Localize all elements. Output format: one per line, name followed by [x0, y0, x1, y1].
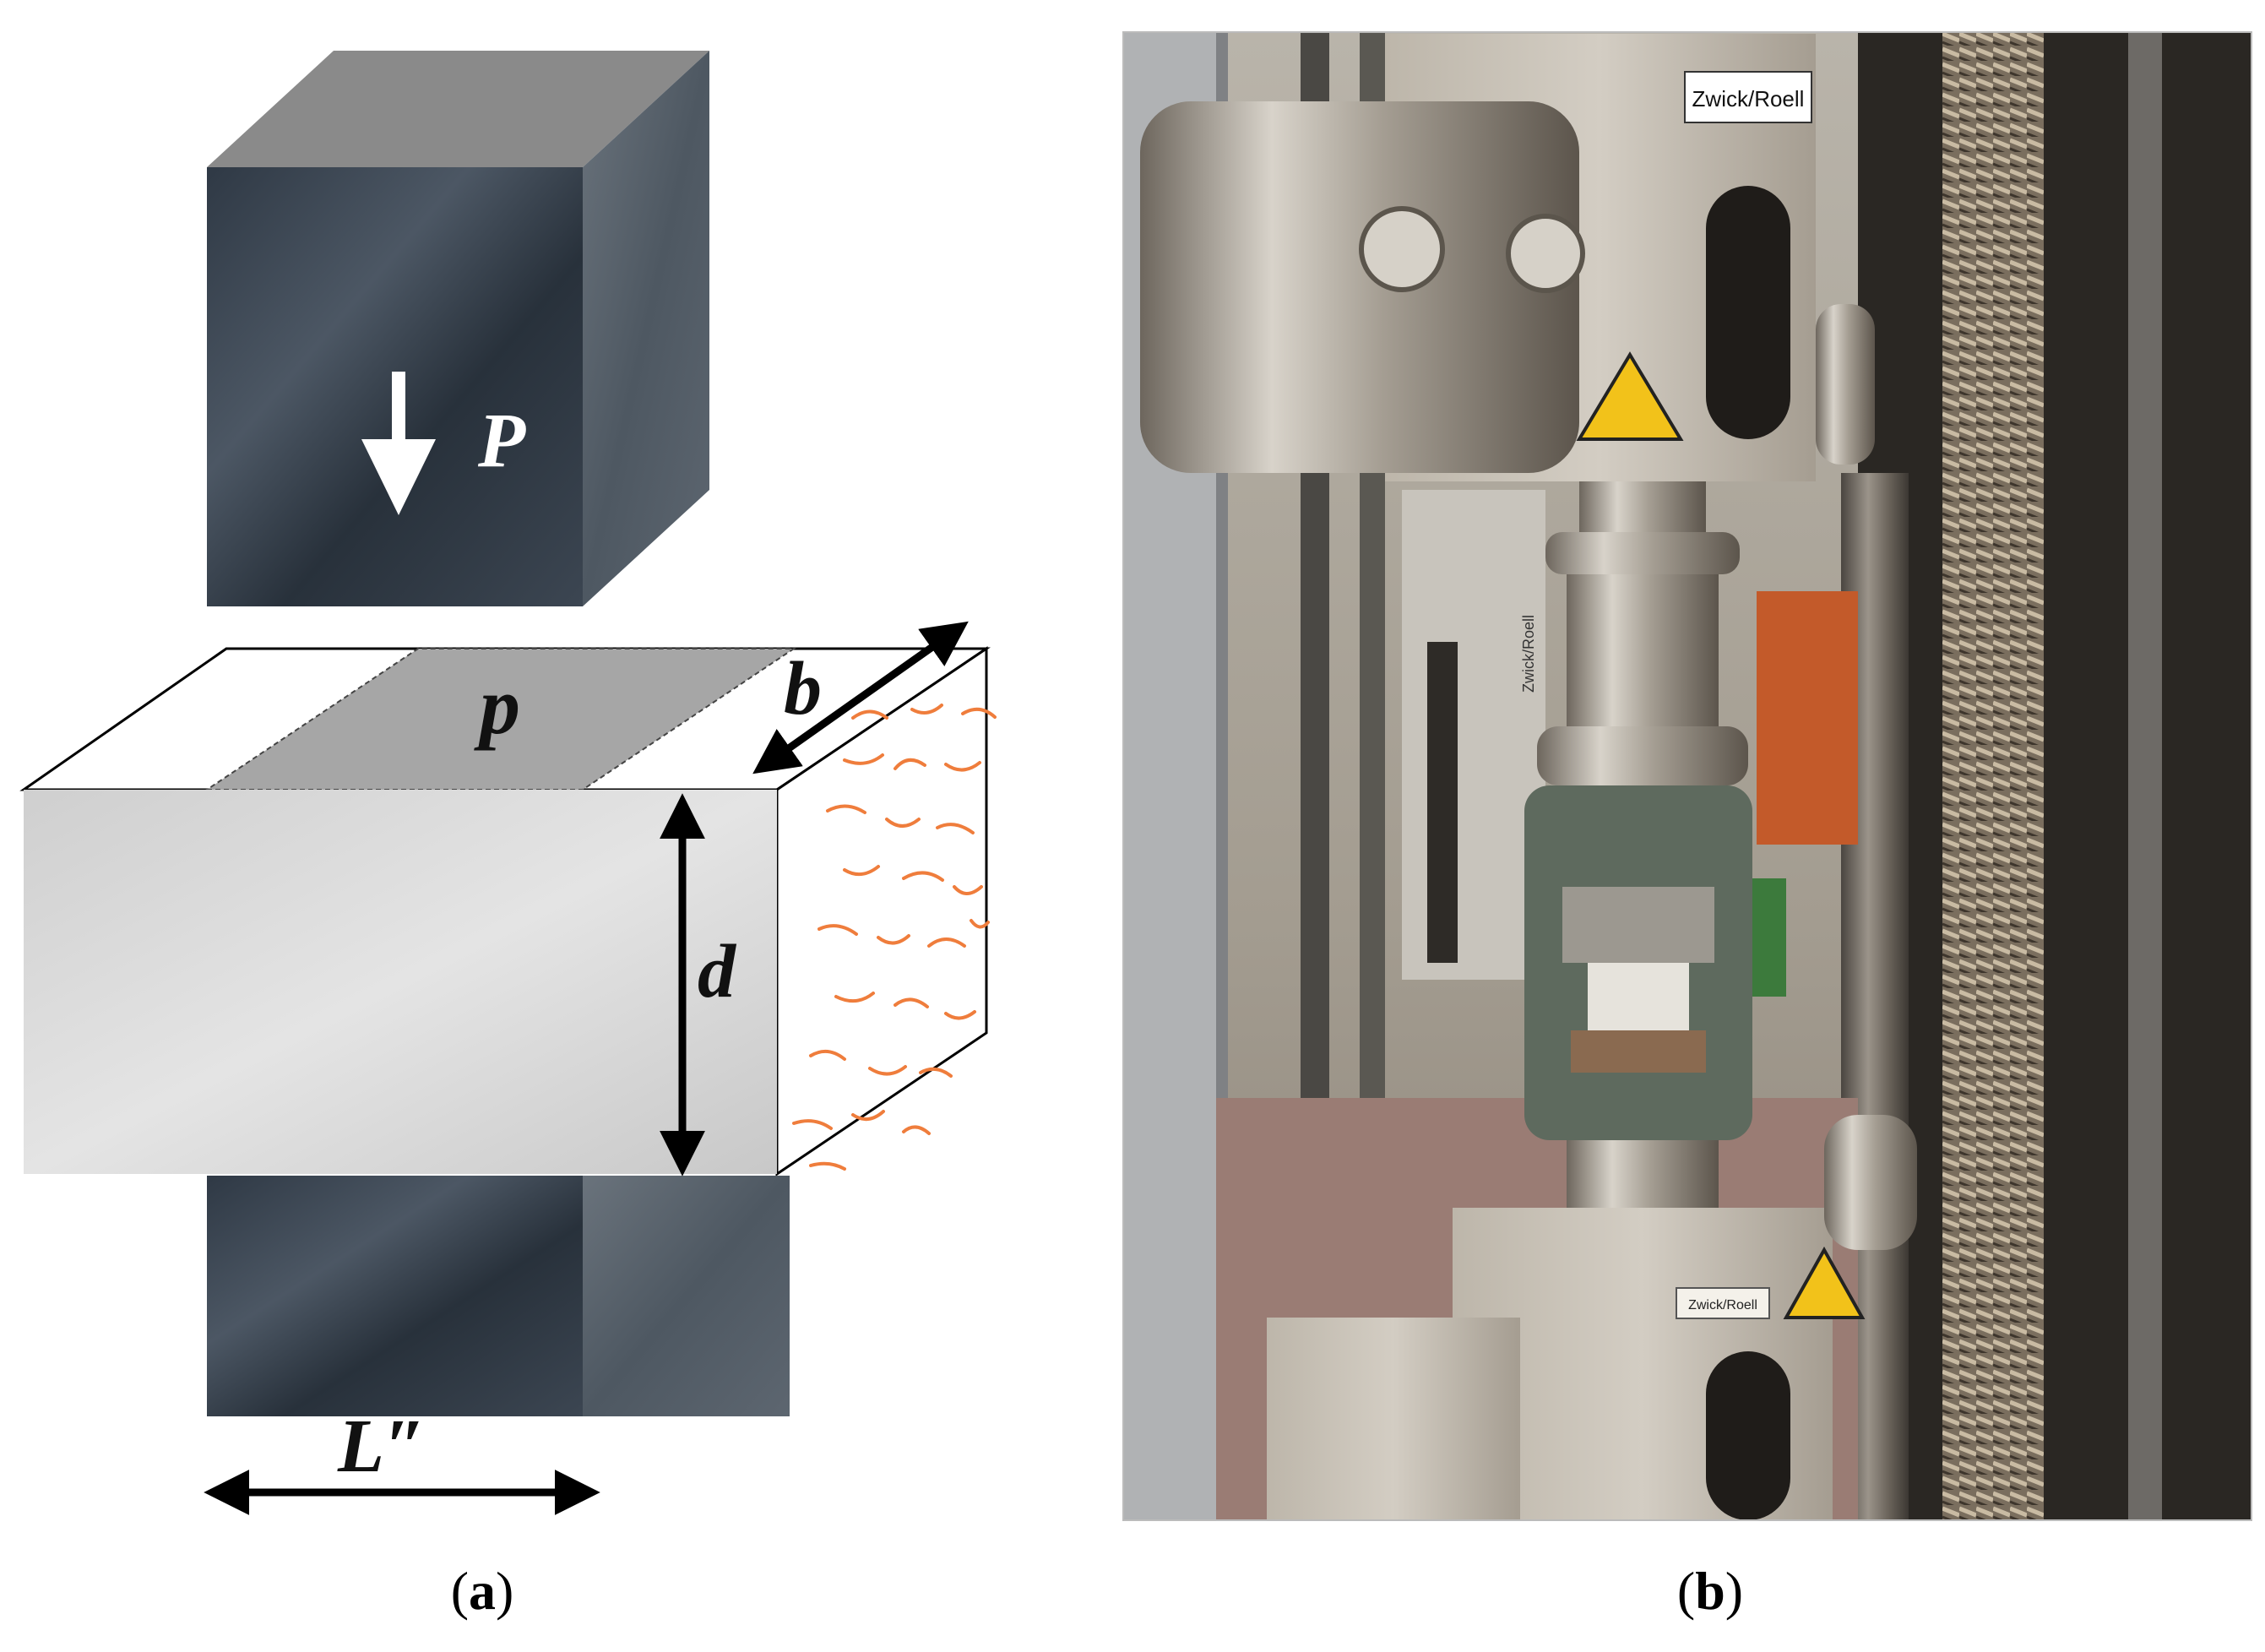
warning-triangle-upper [1576, 351, 1684, 441]
caption-b: (b) [1677, 1561, 1743, 1621]
lead-screw [1942, 32, 2044, 1520]
panel-b-photo: Zwick/Roell [1122, 31, 2252, 1521]
caption-b-letter: b [1695, 1561, 1725, 1621]
lower-platen-front [207, 1176, 583, 1416]
pressure-label: p [474, 660, 520, 751]
orange-shelf [1757, 591, 1858, 845]
specimen-front-face [24, 790, 777, 1174]
upper-platen-top [207, 51, 709, 167]
right-frame-rail [2128, 32, 2162, 1520]
lower-platen-side [583, 1176, 790, 1416]
brand-plate-lower [1676, 1287, 1770, 1319]
upper-adapter [1579, 481, 1706, 532]
caption-a: (a) [451, 1561, 514, 1621]
upper-actuator [1140, 101, 1579, 473]
lower-side-knob [1824, 1115, 1917, 1250]
machine-column-shadow [1858, 32, 2251, 1520]
brand-mark-upper: Zwick/Roell [1692, 86, 1805, 111]
caption-a-letter: a [469, 1561, 496, 1621]
brand-plate-upper [1684, 71, 1812, 123]
width-arrow [752, 621, 969, 774]
brand-mark-lower: Zwick/Roell [1688, 1298, 1757, 1312]
depth-label: d [698, 930, 737, 1013]
rear-extensometer-box [1402, 490, 1545, 980]
upper-platen-side [583, 51, 709, 606]
dimension-arrows [204, 621, 969, 1515]
panel-a-diagram: P p [19, 51, 997, 1515]
upper-side-knob [1816, 304, 1875, 465]
width-label: b [784, 647, 822, 731]
load-arrow [361, 372, 436, 515]
load-label: P [477, 397, 526, 483]
test-specimen [1588, 963, 1689, 1030]
lower-crosshead-window [1706, 1351, 1790, 1520]
lower-actuator [1267, 1318, 1520, 1520]
lower-platen [207, 1176, 790, 1416]
warning-triangle-lower [1783, 1246, 1866, 1319]
upper-crosshead-window [1706, 186, 1790, 439]
length-label: L″ [337, 1405, 426, 1488]
specimen: p [19, 646, 997, 1177]
brand-mark-rear: Zwick/Roell [1520, 615, 1537, 693]
upper-platen: P [207, 51, 709, 606]
